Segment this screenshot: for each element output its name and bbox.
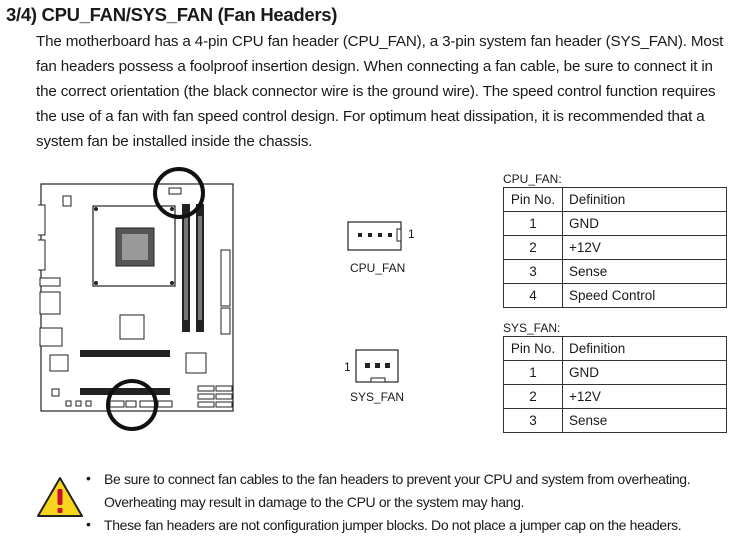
sys-fan-pin-table: Pin No. Definition 1 GND 2 +12V 3 Sense xyxy=(503,336,727,433)
pin-definition-cell: +12V xyxy=(562,384,727,409)
warning-triangle-icon xyxy=(37,477,83,517)
sys-fan-table-caption: SYS_FAN: xyxy=(503,321,561,335)
table-row: 3 Sense xyxy=(503,408,727,433)
note-overheating: Be sure to connect fan cables to the fan… xyxy=(104,471,691,510)
column-header-pin: Pin No. xyxy=(503,187,563,212)
body-line: the use of a fan with fan speed control … xyxy=(36,108,705,125)
pin-number-cell: 3 xyxy=(503,408,563,433)
pin-definition-cell: Speed Control xyxy=(562,283,727,308)
pin-number-cell: 4 xyxy=(503,283,563,308)
note-jumper: These fan headers are not configuration … xyxy=(104,517,682,533)
bullet-icon: • xyxy=(86,470,91,486)
table-row: 1 GND xyxy=(503,211,727,236)
body-line: the correct orientation (the black conne… xyxy=(36,83,716,100)
pin-definition-cell: Sense xyxy=(562,259,727,284)
table-row: 4 Speed Control xyxy=(503,283,727,308)
pin-number-cell: 2 xyxy=(503,384,563,409)
sys-fan-label: SYS_FAN xyxy=(350,390,405,404)
sys-fan-connector-icon xyxy=(355,349,399,383)
pin-definition-cell: GND xyxy=(562,360,727,385)
section-heading: 3/4) CPU_FAN/SYS_FAN (Fan Headers) xyxy=(6,4,338,25)
column-header-pin: Pin No. xyxy=(503,336,563,361)
pin-definition-cell: GND xyxy=(562,211,727,236)
pin-definition-cell: +12V xyxy=(562,235,727,260)
body-line: system fan be installed inside the chass… xyxy=(36,133,313,150)
table-header-row: Pin No. Definition xyxy=(503,336,727,361)
sys-fan-pin1-marker: 1 xyxy=(344,360,351,374)
table-row: 2 +12V xyxy=(503,235,727,260)
column-header-definition: Definition xyxy=(562,336,727,361)
pin-number-cell: 1 xyxy=(503,211,563,236)
cpu-fan-table-caption: CPU_FAN: xyxy=(503,172,562,186)
pin-definition-cell: Sense xyxy=(562,408,727,433)
cpu-fan-pin1-marker: 1 xyxy=(408,227,415,241)
body-line: fan headers possess a foolproof insertio… xyxy=(36,58,713,75)
cpu-fan-pin-table: Pin No. Definition 1 GND 2 +12V 3 Sense … xyxy=(503,187,727,308)
column-header-definition: Definition xyxy=(562,187,727,212)
table-row: 1 GND xyxy=(503,360,727,385)
pin-number-cell: 1 xyxy=(503,360,563,385)
pin-number-cell: 3 xyxy=(503,259,563,284)
cpu-fan-label: CPU_FAN xyxy=(350,261,406,275)
section-body: The motherboard has a 4-pin CPU fan head… xyxy=(36,29,736,154)
cpu-fan-connector-icon xyxy=(347,221,402,251)
body-line: The motherboard has a 4-pin CPU fan head… xyxy=(36,33,724,50)
table-row: 2 +12V xyxy=(503,384,727,409)
bullet-icon: • xyxy=(86,516,91,532)
motherboard-layout-icon xyxy=(38,167,234,431)
table-header-row: Pin No. Definition xyxy=(503,187,727,212)
table-row: 3 Sense xyxy=(503,259,727,284)
pin-number-cell: 2 xyxy=(503,235,563,260)
